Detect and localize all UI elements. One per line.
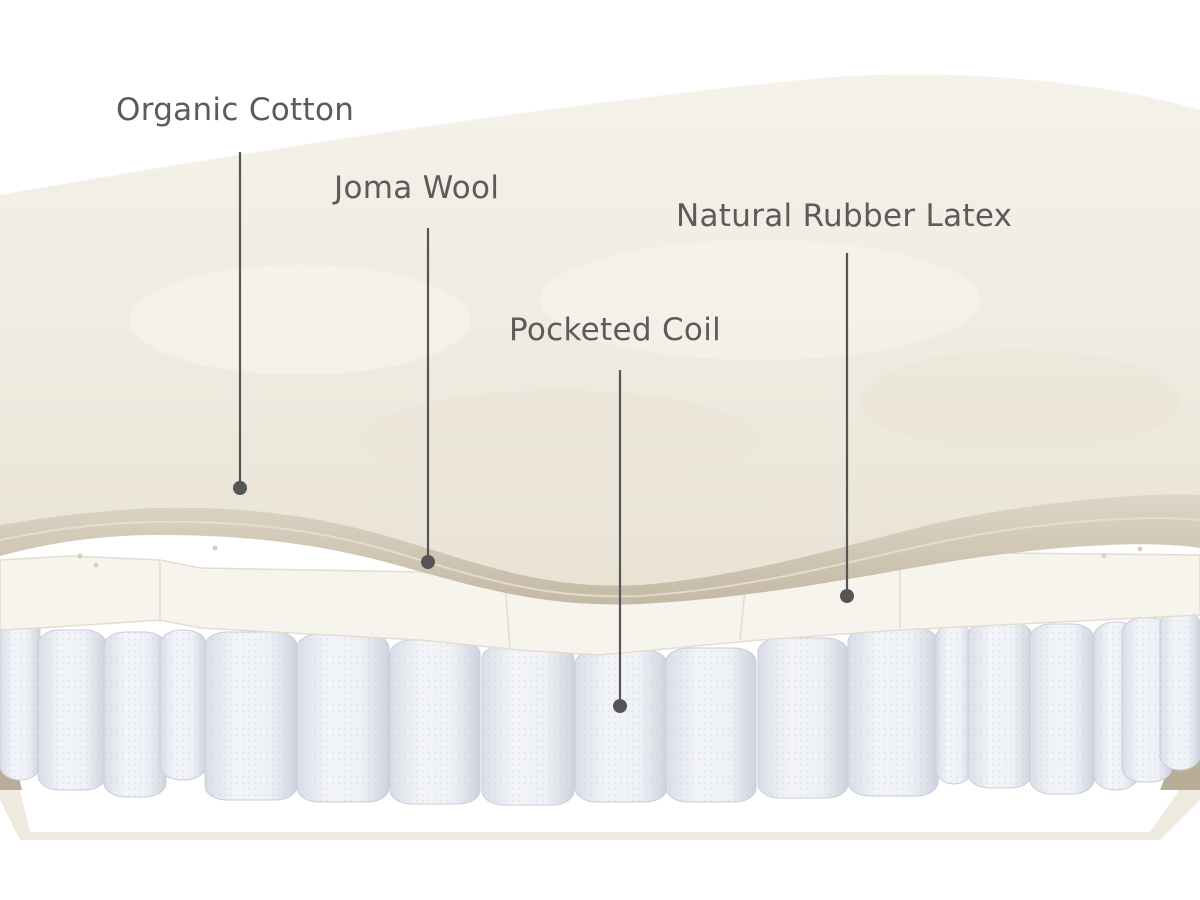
leader-dot-organic-cotton [233,481,247,495]
coil-pocket [37,629,107,791]
coil-pocket [0,609,41,781]
cotton-top-layer [0,74,1200,586]
leader-lines [233,152,854,713]
leader-dot-pocketed-coil [613,699,627,713]
coil-pocket [103,631,167,798]
coil-pocket [389,639,481,805]
label-pocketed-coil: Pocketed Coil [509,312,722,348]
coil-pocket [159,629,207,781]
coil-pocket [296,633,390,803]
coil-pocket [574,649,668,803]
coil-pocket [967,621,1033,789]
coil-pocket [204,631,298,801]
coil-pocket [665,647,757,803]
leader-dot-joma-wool [421,555,435,569]
label-organic-cotton: Organic Cotton [116,92,355,128]
label-joma-wool: Joma Wool [334,170,500,206]
pocketed-coil-layer [0,609,1200,806]
coil-pocket [481,644,575,806]
wool-layer [0,494,1200,605]
leader-dot-natural-rubber-latex [840,589,854,603]
coil-pocket [1029,623,1095,795]
coil-pocket [847,627,939,797]
coil-pocket [1159,609,1200,771]
coil-pocket [935,623,973,785]
coil-pocket [757,637,849,799]
label-natural-rubber-latex: Natural Rubber Latex [676,198,1013,234]
